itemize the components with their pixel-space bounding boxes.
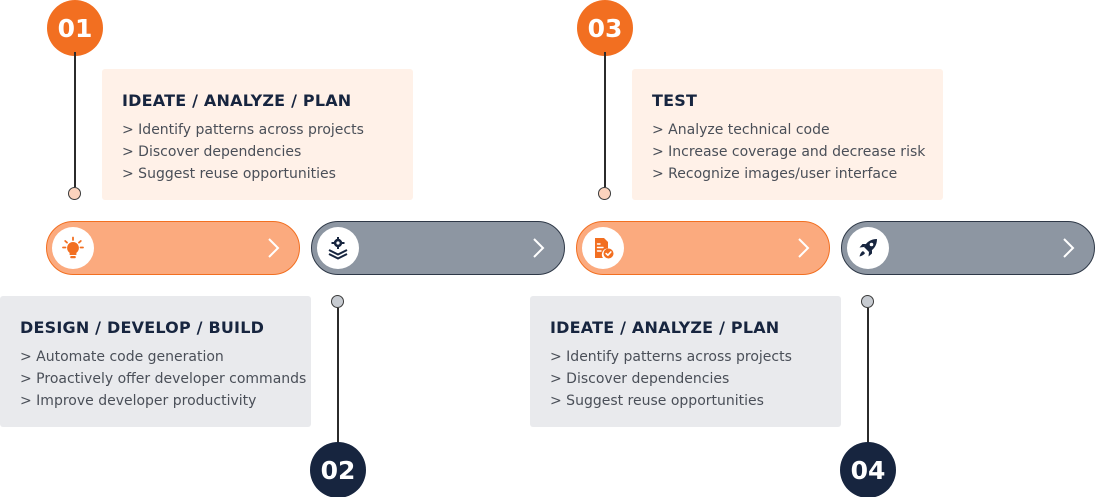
step-4-title: IDEATE / ANALYZE / PLAN [550, 318, 780, 337]
step-2-item: > Automate code generation [20, 349, 224, 365]
step-1-dot [68, 187, 81, 200]
step-1-number: 01 [47, 0, 103, 56]
step-4-item: > Discover dependencies [550, 371, 730, 387]
step-2-item: > Proactively offer developer commands [20, 371, 307, 387]
step-2-number: 02 [310, 442, 366, 497]
step-3-connector [604, 52, 606, 187]
step-2-item: > Improve developer productivity [20, 393, 257, 409]
step-4-item: > Identify patterns across projects [550, 349, 792, 365]
step-2-pill[interactable] [311, 221, 565, 275]
step-4-item: > Suggest reuse opportunities [550, 393, 764, 409]
chevron-right-icon [533, 238, 545, 258]
chevron-right-icon [268, 238, 280, 258]
step-3-number: 03 [577, 0, 633, 56]
step-3-item: > Recognize images/user interface [652, 166, 898, 182]
step-1-card: IDEATE / ANALYZE / PLAN > Identify patte… [102, 69, 413, 200]
step-4-dot [861, 295, 874, 308]
step-4-pill[interactable] [841, 221, 1095, 275]
step-3-pill[interactable] [576, 221, 830, 275]
chevron-right-icon [798, 238, 810, 258]
step-4-number: 04 [840, 442, 896, 497]
step-2-title: DESIGN / DEVELOP / BUILD [20, 318, 265, 337]
step-4-connector [867, 308, 869, 444]
step-2-card: DESIGN / DEVELOP / BUILD > Automate code… [0, 296, 311, 427]
lightbulb-icon [52, 227, 94, 269]
step-1-connector [74, 52, 76, 187]
step-3-item: > Increase coverage and decrease risk [652, 144, 926, 160]
step-2-connector [337, 308, 339, 444]
rocket-icon [847, 227, 889, 269]
step-3-dot [598, 187, 611, 200]
step-1-item: > Discover dependencies [122, 144, 302, 160]
step-2-dot [331, 295, 344, 308]
layers-gear-icon [317, 227, 359, 269]
step-4-card: IDEATE / ANALYZE / PLAN > Identify patte… [530, 296, 841, 427]
document-check-icon [582, 227, 624, 269]
step-1-item: > Identify patterns across projects [122, 122, 364, 138]
step-1-title: IDEATE / ANALYZE / PLAN [122, 91, 352, 110]
step-3-item: > Analyze technical code [652, 122, 830, 138]
step-1-pill[interactable] [46, 221, 300, 275]
step-3-card: TEST > Analyze technical code > Increase… [632, 69, 943, 200]
step-1-item: > Suggest reuse opportunities [122, 166, 336, 182]
chevron-right-icon [1063, 238, 1075, 258]
step-3-title: TEST [652, 91, 698, 110]
